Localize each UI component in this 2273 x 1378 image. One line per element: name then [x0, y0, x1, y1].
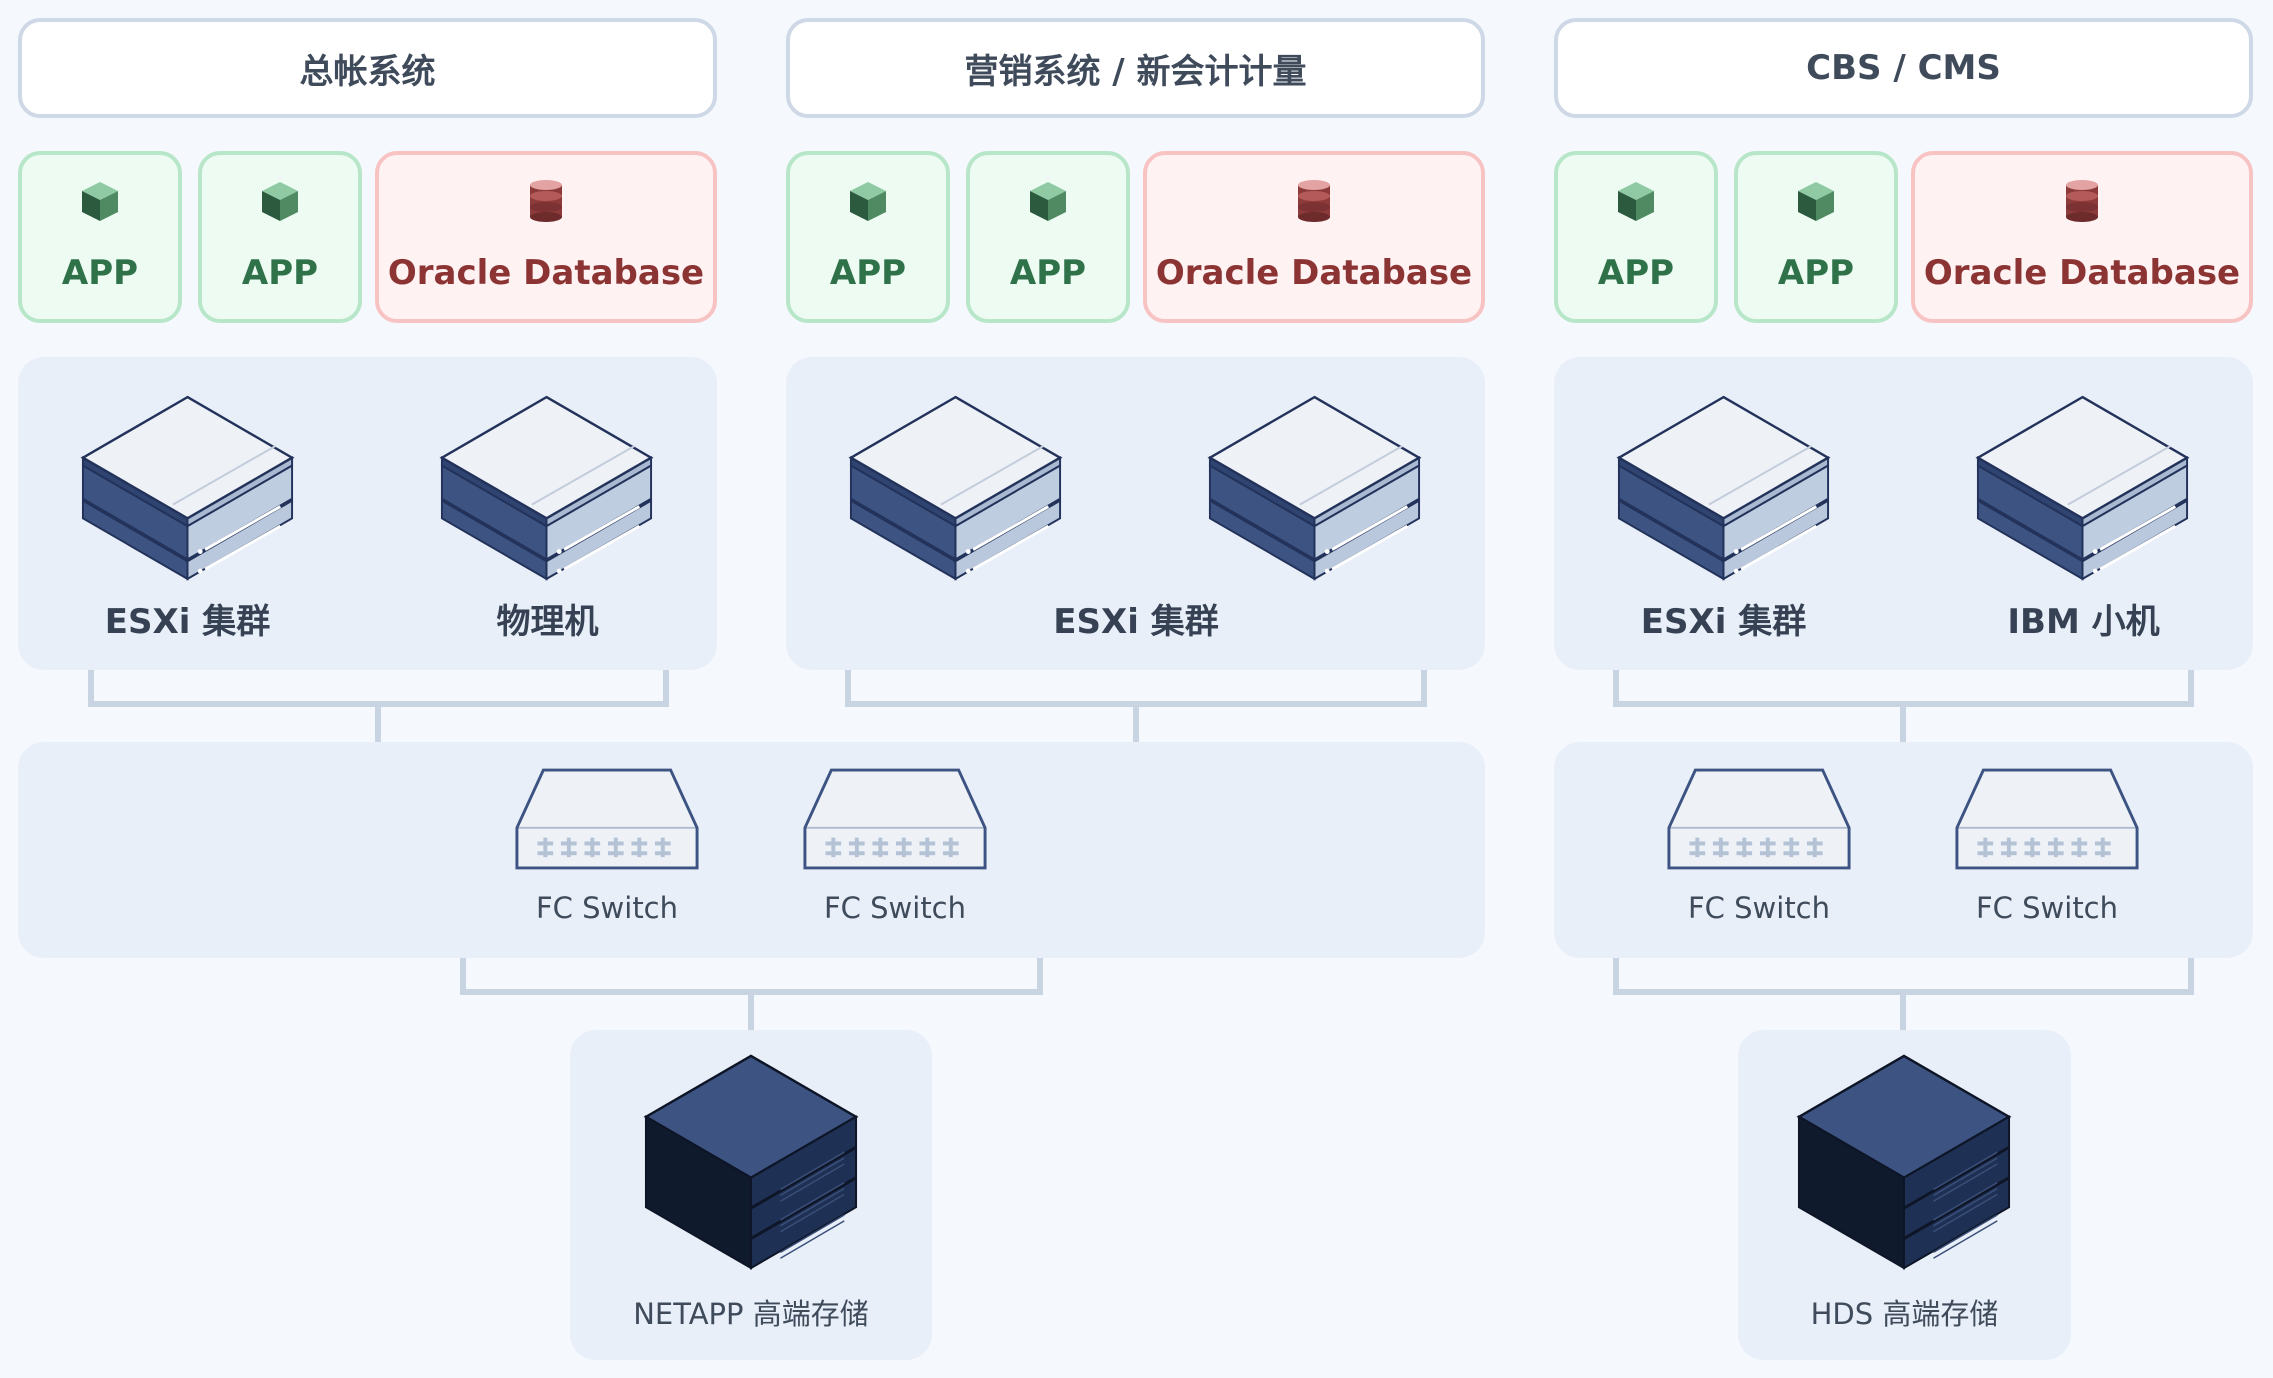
compute-label: 物理机	[496, 601, 599, 642]
database-icon	[2064, 179, 2100, 223]
fc-switch-icon	[1666, 767, 1852, 871]
fc-switch-icon	[802, 767, 988, 871]
storage-array-icon	[1796, 1053, 2012, 1271]
server-icon	[80, 393, 295, 583]
server-icon	[848, 393, 1063, 583]
app-label: APP	[1597, 253, 1675, 293]
system-title: CBS / CMS	[1806, 48, 2001, 88]
system-header-2: 营销系统 / 新会计计量	[786, 18, 1485, 118]
system-title: 总帐系统	[299, 51, 436, 92]
server-icon	[439, 393, 654, 583]
database-icon	[1296, 179, 1332, 223]
database-label: Oracle Database	[1155, 253, 1473, 293]
storage-label: HDS 高端存储	[1810, 1297, 1999, 1331]
server-icon	[1207, 393, 1422, 583]
fc-switch-icon	[514, 767, 700, 871]
database-label: Oracle Database	[1923, 253, 2241, 293]
database-card: Oracle Database	[375, 151, 717, 323]
switch-label: FC Switch	[535, 891, 679, 925]
server-icon	[1975, 393, 2190, 583]
cube-icon	[1794, 179, 1838, 223]
database-card: Oracle Database	[1911, 151, 2253, 323]
database-card: Oracle Database	[1143, 151, 1485, 323]
database-label: Oracle Database	[387, 253, 705, 293]
fc-switch-icon	[1954, 767, 2140, 871]
app-label: APP	[241, 253, 319, 293]
app-card: APP	[18, 151, 182, 323]
database-icon	[528, 179, 564, 223]
cube-icon	[1614, 179, 1658, 223]
cube-icon	[258, 179, 302, 223]
app-label: APP	[1009, 253, 1087, 293]
cube-icon	[846, 179, 890, 223]
compute-label: ESXi 集群	[104, 601, 271, 642]
switch-label: FC Switch	[1687, 891, 1831, 925]
app-card: APP	[198, 151, 362, 323]
san-fabric-panel-1	[18, 742, 1485, 958]
app-card: APP	[1554, 151, 1718, 323]
switch-label: FC Switch	[823, 891, 967, 925]
compute-label: ESXi 集群	[1640, 601, 1807, 642]
app-card: APP	[966, 151, 1130, 323]
cube-icon	[1026, 179, 1070, 223]
app-label: APP	[1777, 253, 1855, 293]
app-label: APP	[829, 253, 907, 293]
switch-label: FC Switch	[1975, 891, 2119, 925]
app-card: APP	[1734, 151, 1898, 323]
app-card: APP	[786, 151, 950, 323]
storage-label: NETAPP 高端存储	[633, 1297, 869, 1331]
compute-label: ESXi 集群	[1053, 601, 1219, 642]
system-title: 营销系统 / 新会计计量	[964, 51, 1307, 92]
server-icon	[1616, 393, 1831, 583]
app-label: APP	[61, 253, 139, 293]
system-header-1: 总帐系统	[18, 18, 717, 118]
compute-label: IBM 小机	[2007, 601, 2160, 642]
cube-icon	[78, 179, 122, 223]
system-header-3: CBS / CMS	[1554, 18, 2253, 118]
storage-array-icon	[643, 1053, 859, 1271]
